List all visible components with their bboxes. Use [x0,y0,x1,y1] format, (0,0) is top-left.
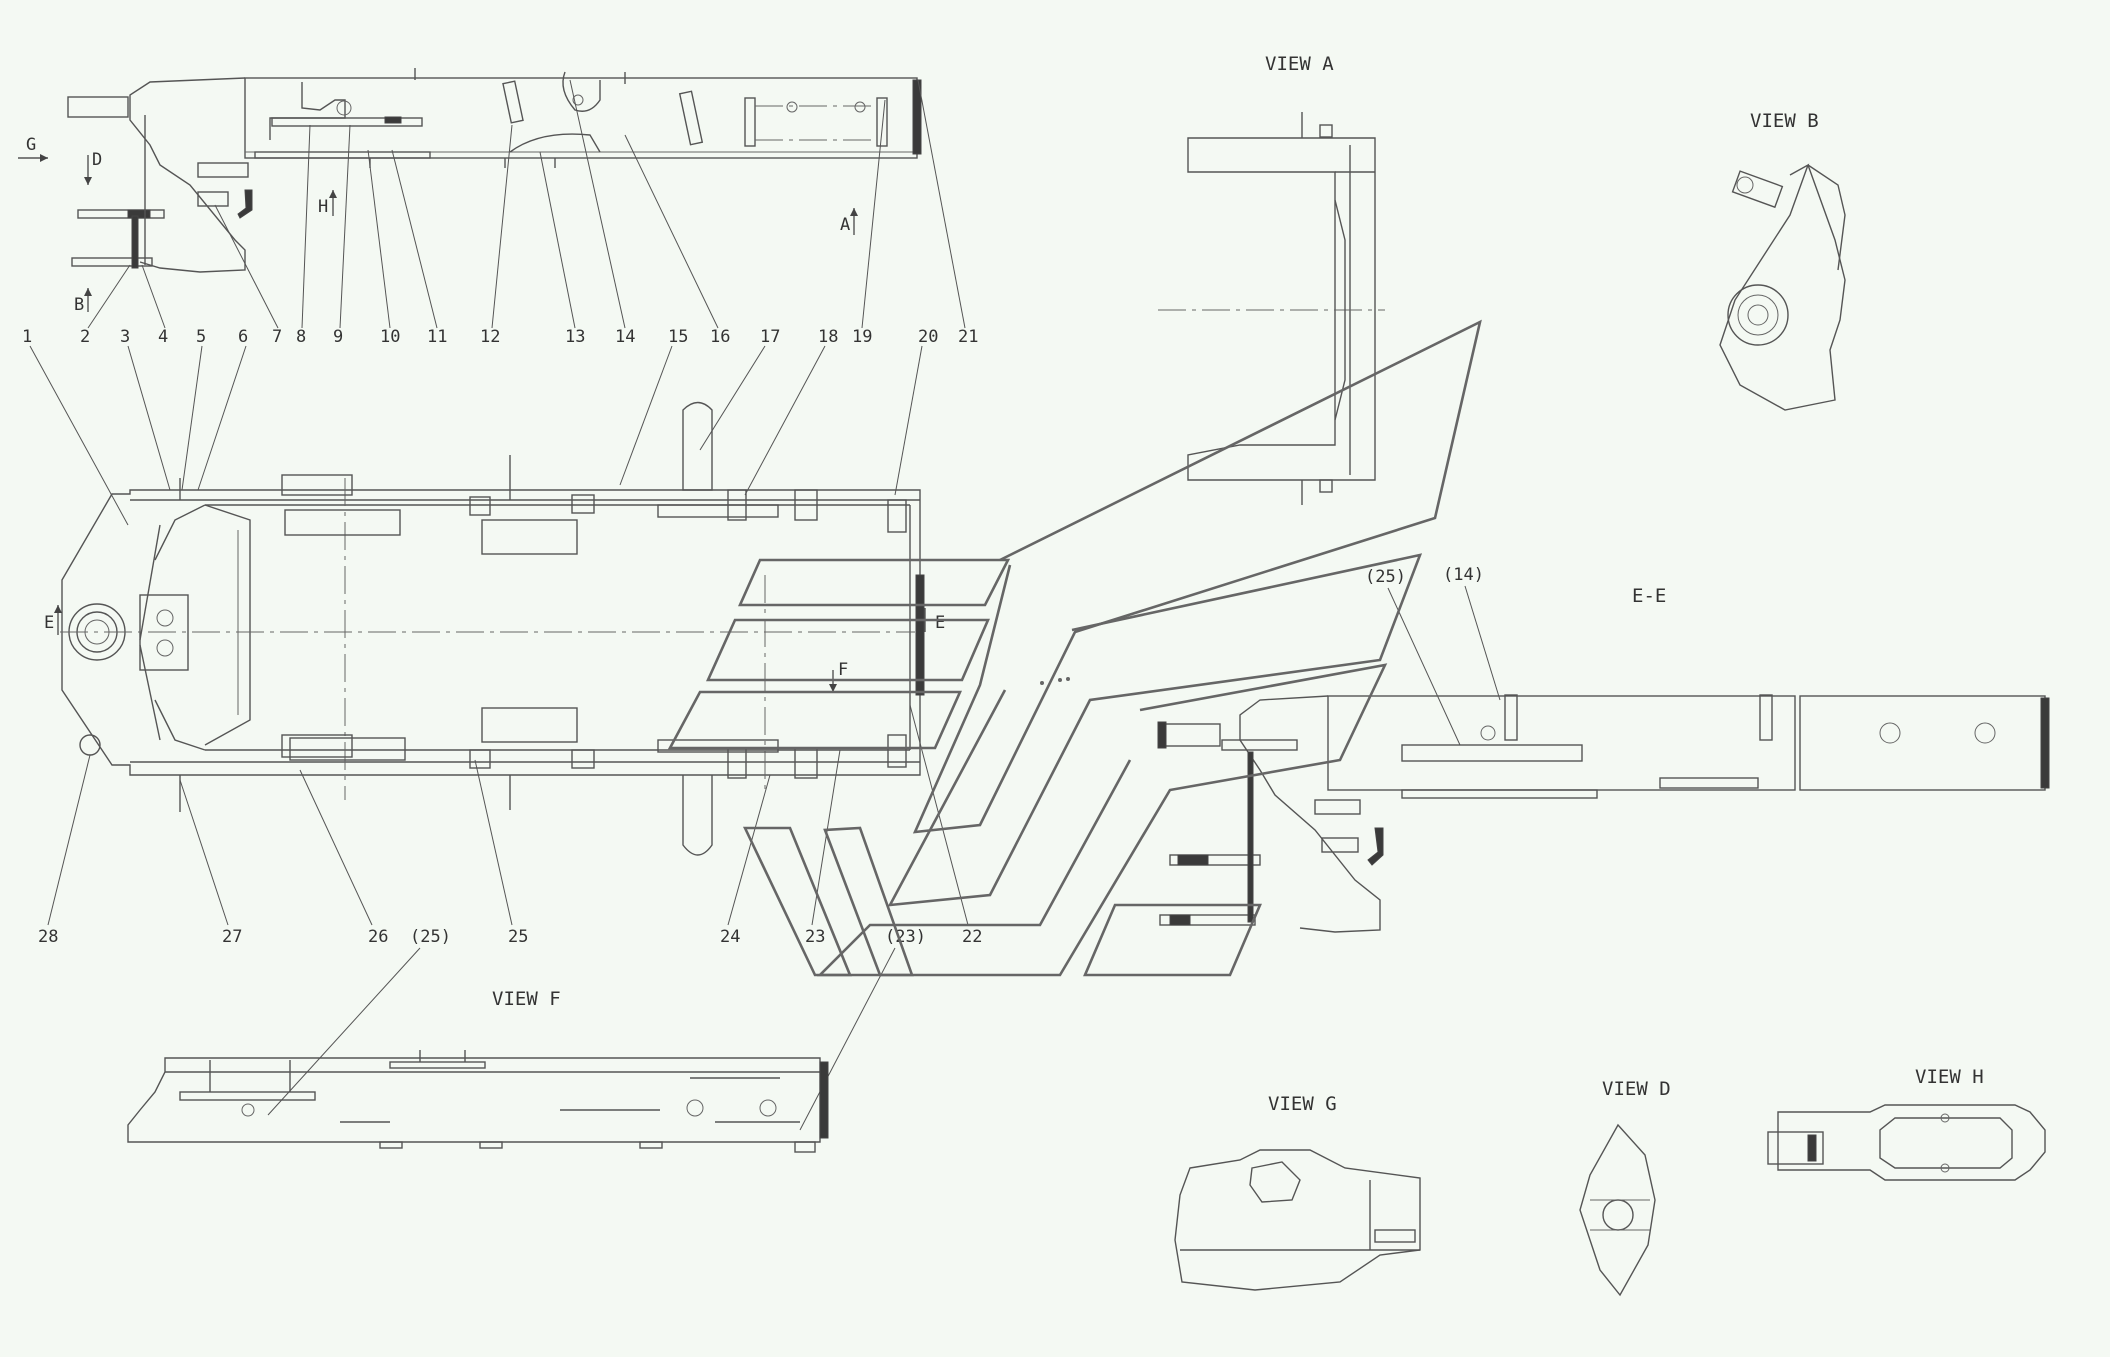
view-h: VIEW H [1767,1066,2046,1181]
ref-14-ee: (14) [1443,565,1484,585]
callout-14: 14 [615,327,635,347]
view-arrows-top: G D B H A [18,135,858,315]
part-callouts: 2 4 7 8 9 10 11 12 13 14 16 19 21 1 3 5 … [22,79,982,947]
ref-25-f: (25) [410,927,451,947]
main-plan-view [60,401,925,856]
view-d-label: VIEW D [1602,1078,1671,1100]
view-b-label: VIEW B [1750,110,1819,132]
callout-23: 23 [805,927,825,947]
callout-18: 18 [818,327,838,347]
callout-13: 13 [565,327,585,347]
callout-4: 4 [158,327,168,347]
callout-28: 28 [38,927,58,947]
ref-25-ee: (25) [1365,567,1406,587]
arrow-label-d: D [92,150,102,170]
arrow-label-e-left: E [44,613,54,633]
view-e-e-label: E-E [1632,585,1666,607]
top-side-view [67,68,922,273]
watermark-logo [667,319,1482,977]
callout-11: 11 [427,327,447,347]
view-g: VIEW G [1174,1093,1421,1291]
callout-21: 21 [958,327,978,347]
callout-25: 25 [508,927,528,947]
ref-23: (23) [885,927,926,947]
callout-26: 26 [368,927,388,947]
arrow-label-g: G [26,135,36,155]
view-f-label: VIEW F [492,988,561,1010]
callout-15: 15 [668,327,688,347]
callout-7: 7 [272,327,282,347]
arrow-label-f: F [838,660,848,680]
callout-5: 5 [196,327,206,347]
callout-22: 22 [962,927,982,947]
arrow-label-e-right: E [935,613,945,633]
callout-27: 27 [222,927,242,947]
callout-19: 19 [852,327,872,347]
callout-20: 20 [918,327,938,347]
view-d: VIEW D [1579,1078,1671,1297]
callout-2: 2 [80,327,90,347]
view-a-label: VIEW A [1265,53,1334,75]
arrow-label-b: B [74,295,84,315]
callout-9: 9 [333,327,343,347]
callout-3: 3 [120,327,130,347]
view-b: VIEW B [1719,110,1846,411]
callout-12: 12 [480,327,500,347]
arrow-label-a: A [840,215,850,235]
callout-1: 1 [22,327,32,347]
view-a: VIEW A [1158,53,1385,505]
callout-6: 6 [238,327,248,347]
arrow-label-h: H [318,197,328,217]
callout-17: 17 [760,327,780,347]
view-h-label: VIEW H [1915,1066,1984,1088]
view-f: VIEW F (25) (23) [127,927,926,1153]
callout-16: 16 [710,327,730,347]
view-g-label: VIEW G [1268,1093,1337,1115]
callout-10: 10 [380,327,400,347]
callout-8: 8 [296,327,306,347]
callout-24: 24 [720,927,740,947]
view-e-e: E-E (25) (14) [1157,565,2050,933]
